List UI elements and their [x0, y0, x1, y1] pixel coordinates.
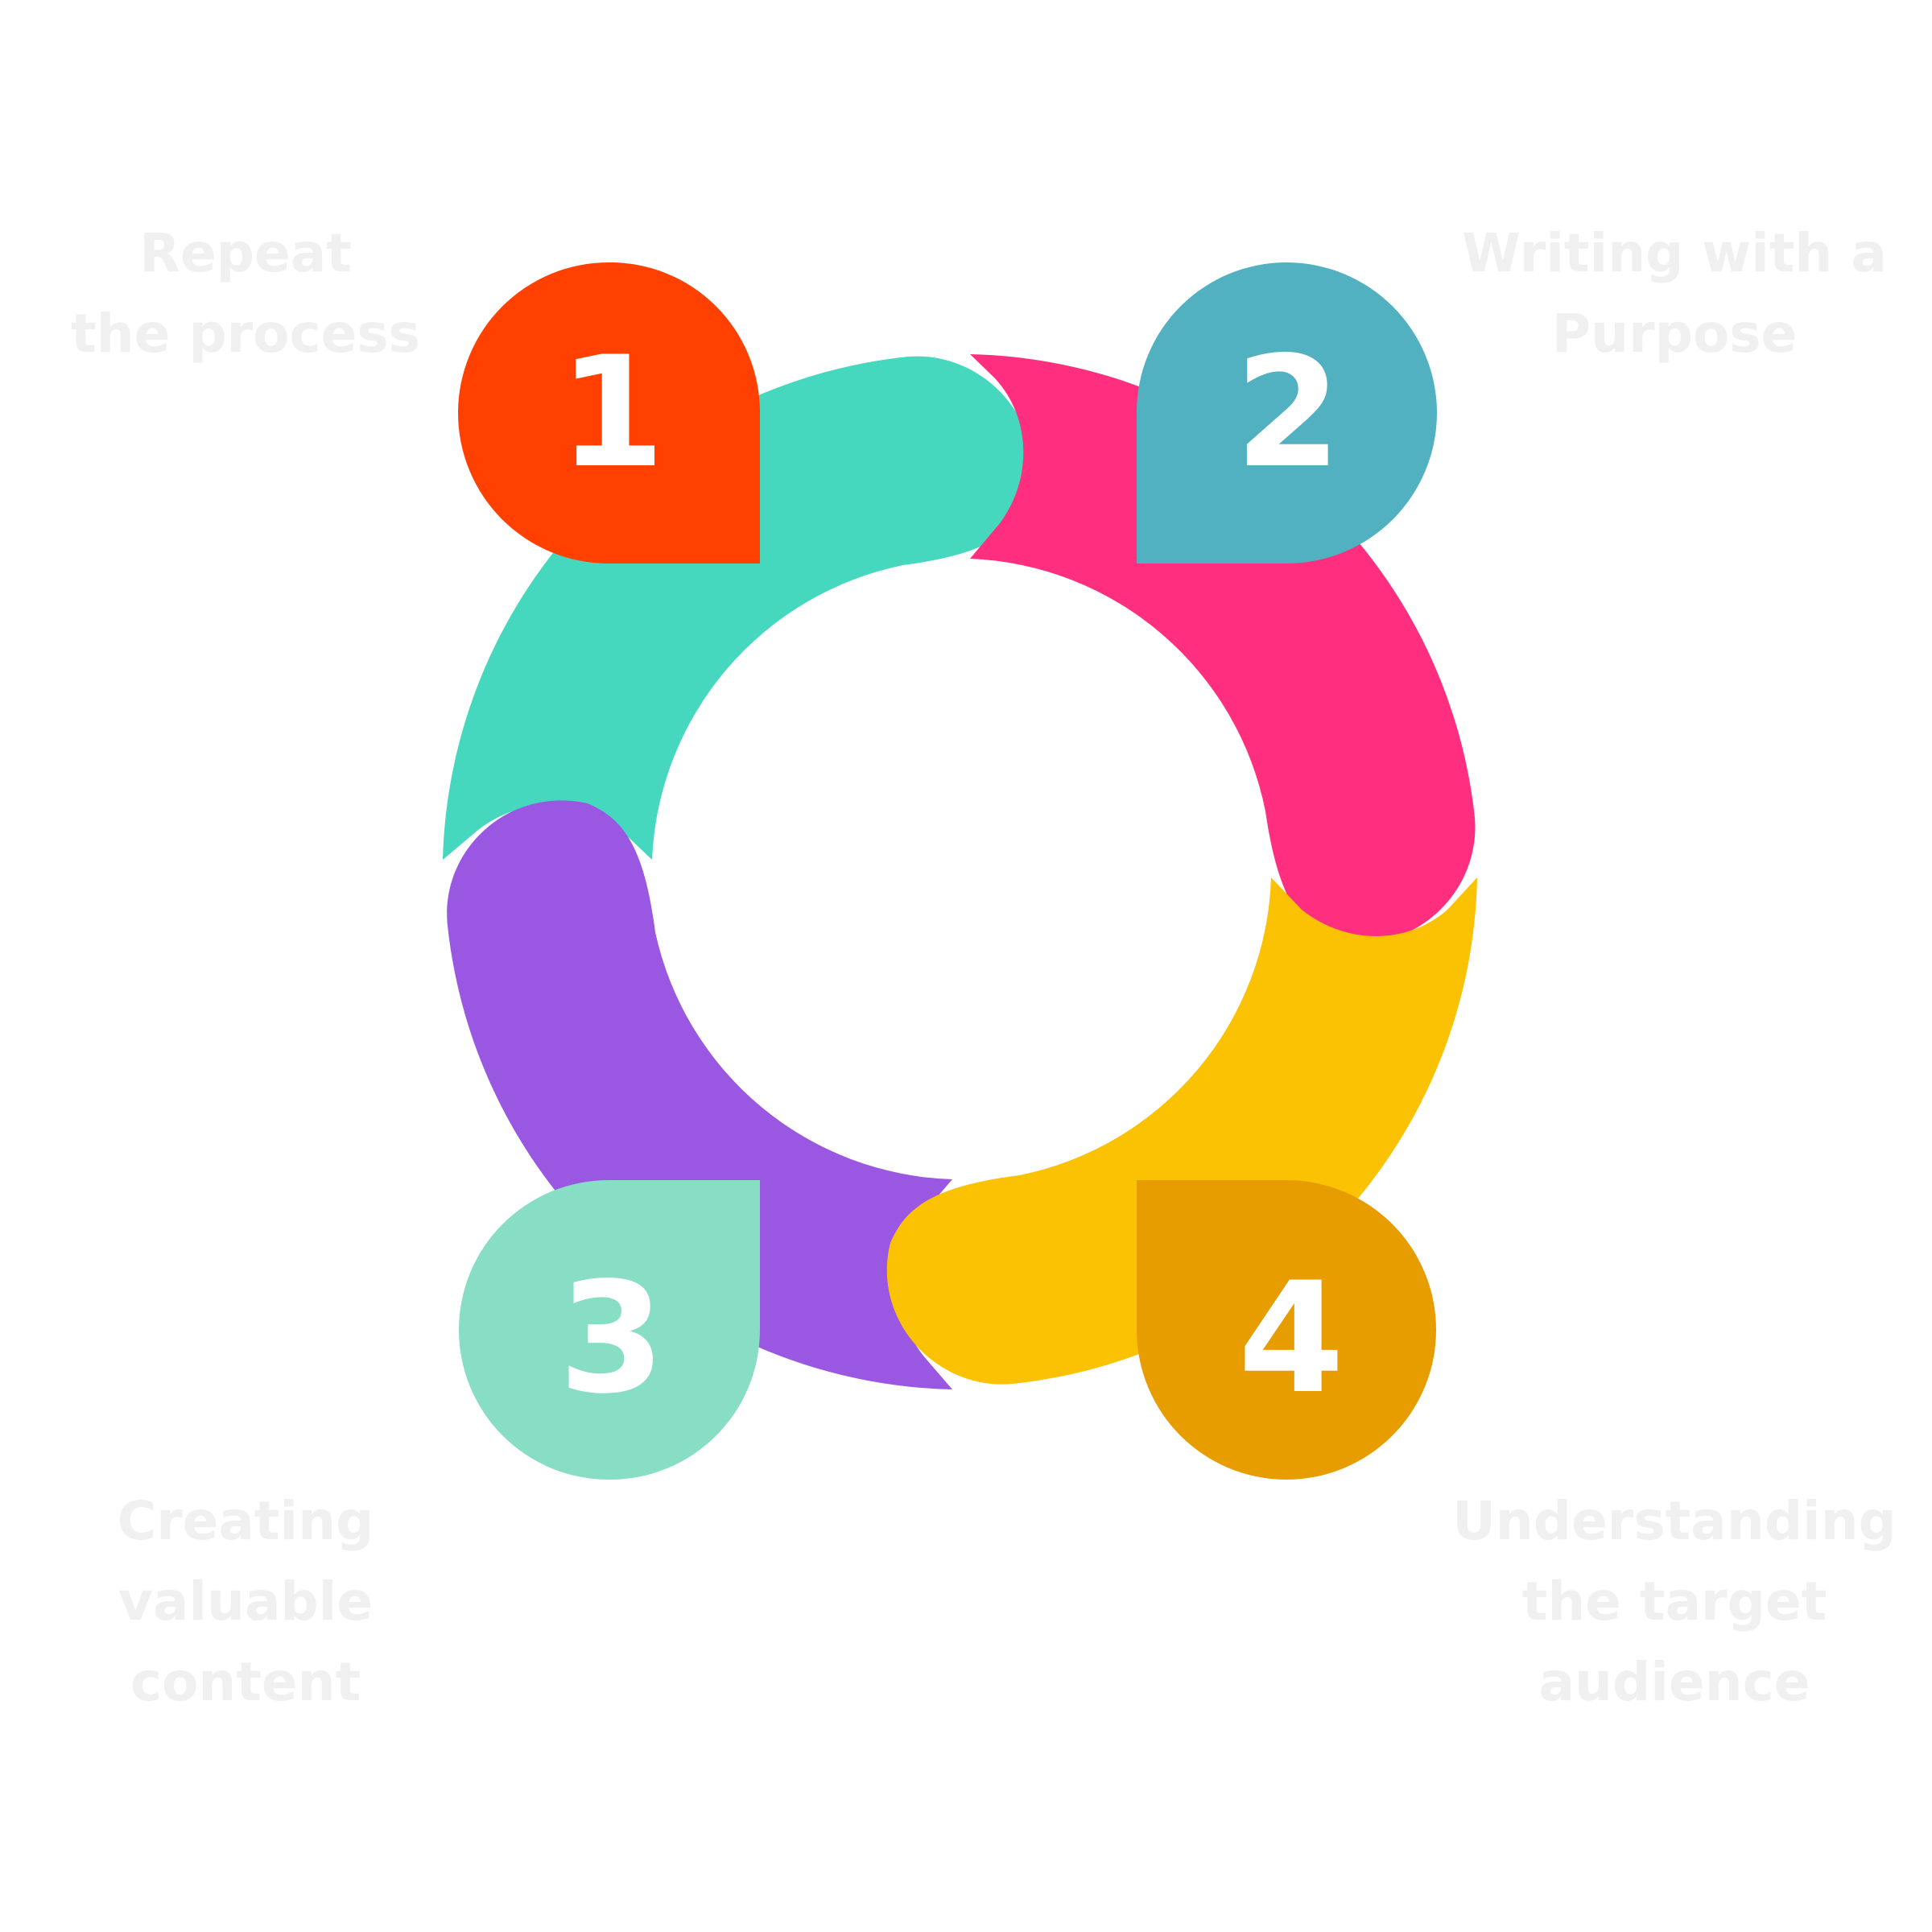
step-number-3: 3 — [559, 1249, 665, 1427]
step-label-4: Understanding the target audience — [1452, 1490, 1897, 1713]
step-number-1: 1 — [559, 324, 665, 502]
step-label-1: Repeat the process — [71, 222, 420, 365]
step-number-2: 2 — [1235, 324, 1341, 502]
step-badge-2: 2 — [1137, 262, 1437, 564]
step-badge-4: 4 — [1137, 1180, 1436, 1480]
ring-segment-2 — [970, 354, 1476, 943]
ring-segment-3 — [447, 800, 952, 1389]
step-label-2: Writing with a Purpose — [1462, 222, 1887, 365]
step-label-3: Creating valuable content — [117, 1490, 374, 1713]
ring-segment-1 — [443, 356, 1034, 860]
step-badge-3: 3 — [459, 1180, 760, 1480]
ring-segment-4 — [886, 877, 1477, 1385]
step-badge-1: 1 — [458, 262, 760, 564]
hand-writing-icon — [802, 711, 1127, 985]
step-number-4: 4 — [1238, 1249, 1344, 1427]
